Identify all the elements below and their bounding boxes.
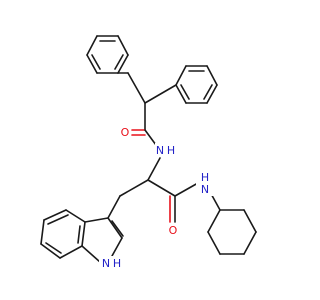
atom-label-carbonyl-oxygen-top: O — [119, 125, 131, 139]
phenyl-ring-left — [86, 35, 129, 74]
indole-ring — [40, 195, 124, 263]
svg-text:H: H — [113, 257, 121, 270]
svg-text:H: H — [167, 144, 175, 157]
top-amide-bonds — [131, 102, 157, 146]
atom-label-indole-nitrogen: N H — [99, 256, 123, 270]
svg-text:N: N — [156, 144, 164, 157]
atom-label-amide-nitrogen-top: N H — [155, 143, 177, 157]
molecule-structure: O N H O H N N H — [40, 35, 257, 270]
svg-text:N: N — [102, 257, 110, 270]
svg-text:O: O — [169, 224, 178, 237]
atom-label-carbonyl-oxygen-bottom: O — [166, 223, 180, 237]
cyclohexane-ring — [207, 209, 257, 255]
svg-text:H: H — [201, 171, 209, 184]
svg-text:O: O — [121, 126, 130, 139]
phenyl-ring-right — [175, 65, 218, 104]
diphenylmethyl-bonds — [117, 72, 177, 104]
atom-label-amide-nitrogen-bottom: H N — [196, 170, 216, 196]
svg-text:N: N — [201, 183, 209, 196]
